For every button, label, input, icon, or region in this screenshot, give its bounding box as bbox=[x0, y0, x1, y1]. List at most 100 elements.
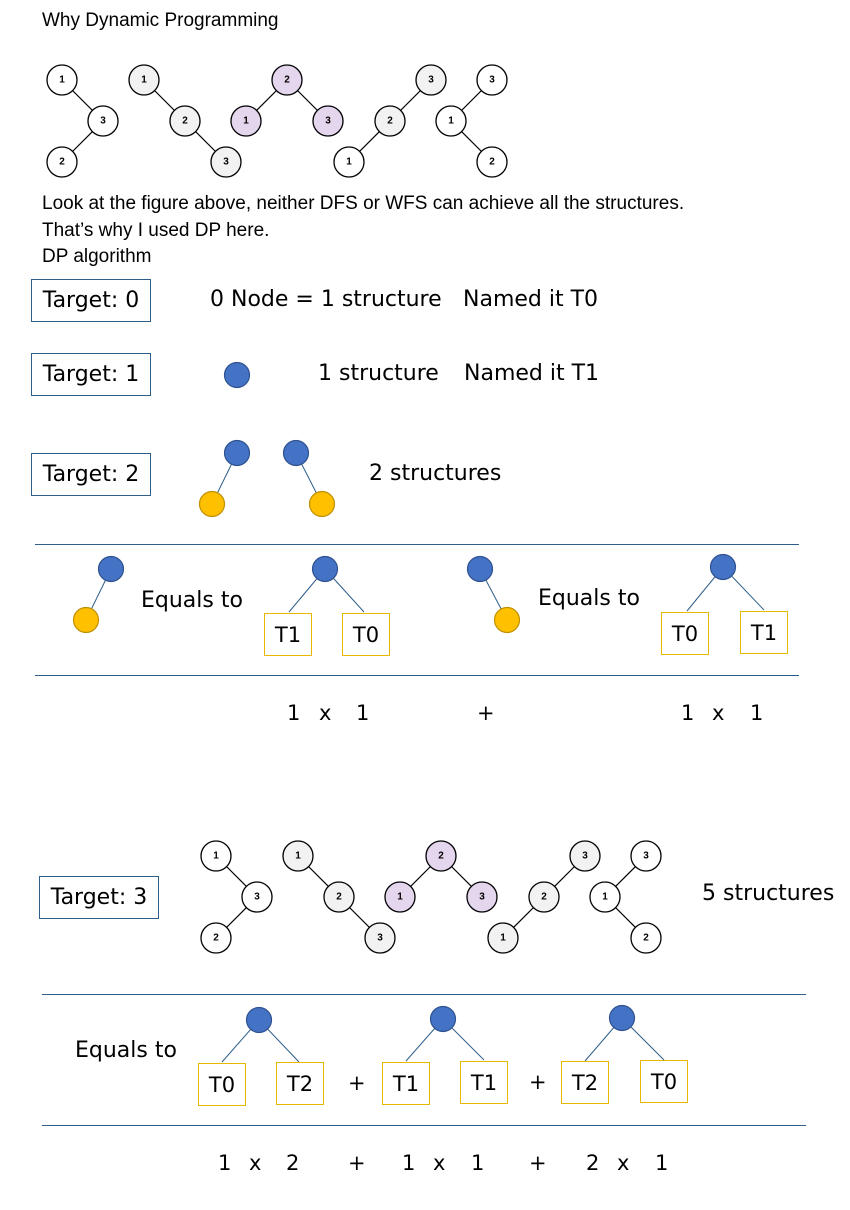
equals-label: Equals to bbox=[141, 588, 243, 613]
bst-node bbox=[323, 881, 355, 913]
node-label: 1 bbox=[602, 892, 608, 903]
node-label: 2 bbox=[213, 933, 219, 944]
formula-term: 1 bbox=[356, 701, 370, 725]
node-label: 1 bbox=[346, 157, 352, 168]
bst-node bbox=[528, 881, 560, 913]
bst-node bbox=[415, 64, 447, 96]
blue-node bbox=[466, 555, 494, 583]
bst-node bbox=[364, 922, 396, 954]
bst-node bbox=[210, 146, 242, 178]
equals-label: Equals to bbox=[538, 586, 640, 611]
formula-term: 2 bbox=[286, 1151, 300, 1175]
bst-node bbox=[630, 922, 662, 954]
target-3-desc: 5 structures bbox=[702, 881, 835, 906]
target-2-box: Target: 2 bbox=[31, 453, 151, 496]
blue-node bbox=[429, 1005, 457, 1033]
node-label: 3 bbox=[643, 851, 649, 862]
target-0-desc: 0 Node = 1 structure bbox=[210, 287, 442, 312]
blue-node bbox=[311, 555, 339, 583]
bst-node bbox=[476, 146, 508, 178]
formula-plus: + bbox=[529, 1070, 547, 1094]
bst-node bbox=[230, 105, 262, 137]
box-t0: T0 bbox=[342, 613, 390, 656]
node-label: 2 bbox=[643, 933, 649, 944]
yellow-node bbox=[198, 490, 226, 518]
bst-node bbox=[46, 146, 78, 178]
formula-term: 1 bbox=[681, 701, 695, 725]
blue-node bbox=[223, 439, 251, 467]
formula-times: x bbox=[249, 1151, 262, 1175]
blue-node bbox=[223, 361, 251, 389]
node-label: 3 bbox=[582, 851, 588, 862]
formula-term: 1 bbox=[655, 1151, 669, 1175]
bst-node bbox=[384, 881, 416, 913]
node-label: 1 bbox=[448, 116, 454, 127]
bst-node bbox=[630, 840, 662, 872]
node-label: 2 bbox=[284, 75, 290, 86]
blue-node bbox=[282, 439, 310, 467]
bst-node bbox=[487, 922, 519, 954]
node-label: 3 bbox=[325, 116, 331, 127]
box-t1: T1 bbox=[740, 611, 788, 654]
node-label: 3 bbox=[479, 892, 485, 903]
bst-node bbox=[271, 64, 303, 96]
node-label: 1 bbox=[243, 116, 249, 127]
bst-node bbox=[333, 146, 365, 178]
box-t0: T0 bbox=[198, 1063, 246, 1106]
divider bbox=[35, 675, 799, 676]
box-t0: T0 bbox=[661, 612, 709, 655]
box-t1: T1 bbox=[264, 613, 312, 656]
target-0-name: Named it T0 bbox=[463, 287, 599, 312]
bst-node bbox=[200, 840, 232, 872]
box-t1: T1 bbox=[382, 1062, 430, 1105]
node-label: 1 bbox=[213, 851, 219, 862]
node-label: 2 bbox=[438, 851, 444, 862]
formula-plus: + bbox=[477, 701, 495, 725]
bst-node bbox=[46, 64, 78, 96]
bst-node bbox=[200, 922, 232, 954]
intro-line-1: Look at the figure above, neither DFS or… bbox=[42, 193, 685, 214]
blue-node bbox=[97, 555, 125, 583]
node-label: 1 bbox=[59, 75, 65, 86]
node-label: 3 bbox=[254, 892, 260, 903]
target-1-box: Target: 1 bbox=[31, 353, 151, 396]
box-t2: T2 bbox=[276, 1062, 324, 1105]
bst-node bbox=[169, 105, 201, 137]
divider bbox=[42, 1125, 806, 1126]
blue-node bbox=[709, 553, 737, 581]
node-label: 3 bbox=[377, 933, 383, 944]
formula-term: 2 bbox=[586, 1151, 600, 1175]
formula-plus: + bbox=[348, 1071, 366, 1095]
bst-node bbox=[569, 840, 601, 872]
node-label: 2 bbox=[182, 116, 188, 127]
bst-node bbox=[87, 105, 119, 137]
formula-times: x bbox=[433, 1151, 446, 1175]
node-label: 3 bbox=[489, 75, 495, 86]
node-label: 3 bbox=[428, 75, 434, 86]
formula-plus: + bbox=[529, 1151, 547, 1175]
yellow-node bbox=[308, 490, 336, 518]
formula-term: 1 bbox=[287, 701, 301, 725]
bst-node bbox=[128, 64, 160, 96]
formula-plus: + bbox=[348, 1151, 366, 1175]
box-t1: T1 bbox=[460, 1061, 508, 1104]
formula-term: 1 bbox=[471, 1151, 485, 1175]
node-label: 2 bbox=[541, 892, 547, 903]
target-1-name: Named it T1 bbox=[464, 361, 600, 386]
node-label: 2 bbox=[59, 157, 65, 168]
bst-nodes-top bbox=[46, 64, 508, 178]
box-t0: T0 bbox=[640, 1060, 688, 1103]
formula-term: 1 bbox=[750, 701, 764, 725]
box-t2: T2 bbox=[561, 1061, 609, 1104]
yellow-node bbox=[493, 606, 521, 634]
bst-node bbox=[589, 881, 621, 913]
node-label: 1 bbox=[295, 851, 301, 862]
intro-line-3: DP algorithm bbox=[42, 246, 152, 267]
bst-node bbox=[312, 105, 344, 137]
formula-term: 1 bbox=[218, 1151, 232, 1175]
target-3-box: Target: 3 bbox=[39, 876, 159, 919]
bst-node bbox=[374, 105, 406, 137]
formula-term: 1 bbox=[402, 1151, 416, 1175]
bst-node bbox=[476, 64, 508, 96]
bst-node bbox=[425, 840, 457, 872]
